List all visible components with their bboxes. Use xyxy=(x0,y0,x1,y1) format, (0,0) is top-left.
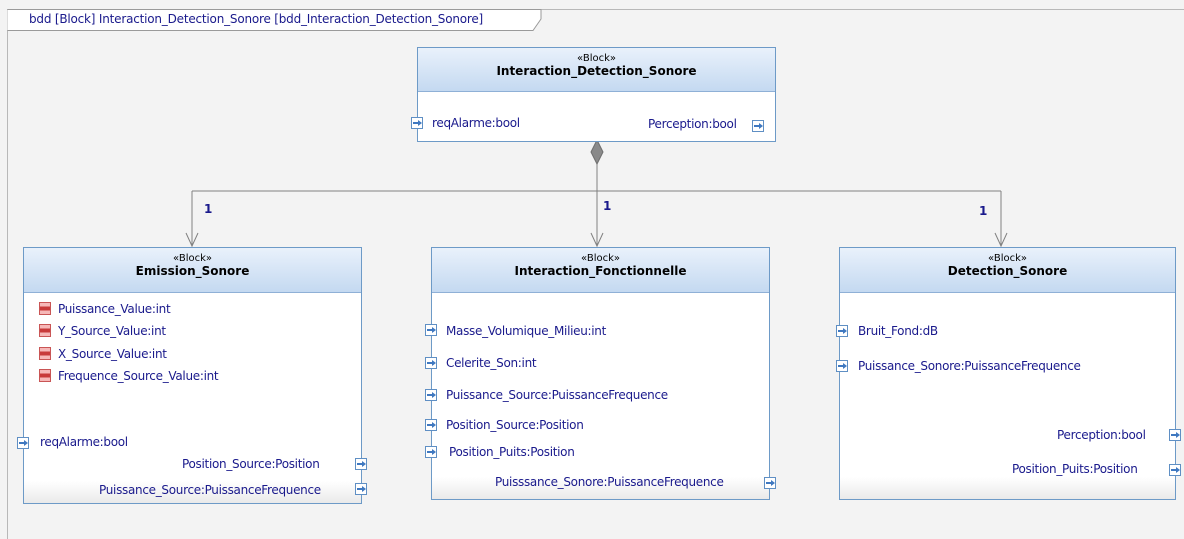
port-icon[interactable] xyxy=(425,446,437,458)
block-footer xyxy=(840,477,1175,499)
value-property-icon xyxy=(39,324,51,337)
port-icon[interactable] xyxy=(411,117,423,129)
block-header: «Block» Emission_Sonore xyxy=(24,248,361,293)
value-x-source[interactable]: X_Source_Value:int xyxy=(58,347,167,361)
block-interaction-detection-sonore[interactable]: «Block» Interaction_Detection_Sonore xyxy=(417,47,776,142)
port-position-puits[interactable]: Position_Puits:Position xyxy=(1012,462,1138,476)
port-icon[interactable] xyxy=(355,458,367,470)
arrowhead-emission xyxy=(185,232,199,248)
block-emission-sonore[interactable]: «Block» Emission_Sonore xyxy=(23,247,362,504)
port-perception[interactable]: Perception:bool xyxy=(648,117,737,131)
port-icon[interactable] xyxy=(425,389,437,401)
port-bruit-fond[interactable]: Bruit_Fond:dB xyxy=(858,324,938,338)
port-icon[interactable] xyxy=(752,120,764,132)
multiplicity-emission: 1 xyxy=(204,202,213,216)
block-name: Emission_Sonore xyxy=(135,264,250,278)
arrowhead-detection xyxy=(994,232,1008,248)
frame-label: bdd [Block] Interaction_Detection_Sonore… xyxy=(29,12,484,26)
port-puissance-source[interactable]: Puissance_Source:PuissanceFrequence xyxy=(446,388,668,402)
block-name: Interaction_Fonctionnelle xyxy=(514,264,687,278)
port-puissance-source[interactable]: Puissance_Source:PuissanceFrequence xyxy=(99,483,321,497)
value-puissance[interactable]: Puissance_Value:int xyxy=(58,302,171,316)
port-masse-volumique[interactable]: Masse_Volumique_Milieu:int xyxy=(446,324,607,338)
port-icon[interactable] xyxy=(425,357,437,369)
block-name: Detection_Sonore xyxy=(947,264,1068,278)
port-icon[interactable] xyxy=(836,360,848,372)
block-header: «Block» Interaction_Fonctionnelle xyxy=(432,248,769,293)
value-frequence-source[interactable]: Frequence_Source_Value:int xyxy=(58,369,219,383)
port-puissance-sonore[interactable]: Puissance_Sonore:PuissanceFrequence xyxy=(858,359,1081,373)
port-puissance-sonore[interactable]: Puisssance_Sonore:PuissanceFrequence xyxy=(495,475,724,489)
arrowhead-interaction xyxy=(590,232,604,248)
stereotype-label: «Block» xyxy=(576,53,617,64)
port-perception[interactable]: Perception:bool xyxy=(1057,428,1146,442)
multiplicity-interaction: 1 xyxy=(603,199,612,213)
block-detection-sonore[interactable]: «Block» Detection_Sonore xyxy=(839,247,1176,500)
port-celerite-son[interactable]: Celerite_Son:int xyxy=(446,356,537,370)
frame-tab-outline xyxy=(7,9,542,31)
value-property-icon xyxy=(39,347,51,360)
value-property-icon xyxy=(39,302,51,315)
stereotype-label: «Block» xyxy=(172,253,213,264)
value-property-icon xyxy=(39,369,51,382)
block-footer xyxy=(24,481,361,503)
port-position-source[interactable]: Position_Source:Position xyxy=(446,418,584,432)
port-position-puits[interactable]: Position_Puits:Position xyxy=(449,445,575,459)
port-icon[interactable] xyxy=(836,325,848,337)
port-position-source[interactable]: Position_Source:Position xyxy=(182,457,320,471)
block-interaction-fonctionnelle[interactable]: «Block» Interaction_Fonctionnelle xyxy=(431,247,770,500)
frame-tab[interactable]: bdd [Block] Interaction_Detection_Sonore… xyxy=(7,9,548,31)
block-footer xyxy=(432,477,769,499)
port-req-alarme[interactable]: reqAlarme:bool xyxy=(40,435,128,449)
port-icon[interactable] xyxy=(425,419,437,431)
block-header: «Block» Detection_Sonore xyxy=(840,248,1175,293)
composition-diamond xyxy=(590,138,604,166)
port-icon[interactable] xyxy=(1169,464,1181,476)
block-name: Interaction_Detection_Sonore xyxy=(496,64,697,78)
port-icon[interactable] xyxy=(17,437,29,449)
port-req-alarme[interactable]: reqAlarme:bool xyxy=(432,116,520,130)
value-y-source[interactable]: Y_Source_Value:int xyxy=(58,324,166,338)
port-icon[interactable] xyxy=(764,477,776,489)
stereotype-label: «Block» xyxy=(580,253,621,264)
port-icon[interactable] xyxy=(355,483,367,495)
port-icon[interactable] xyxy=(1169,429,1181,441)
block-header: «Block» Interaction_Detection_Sonore xyxy=(418,48,775,92)
port-icon[interactable] xyxy=(425,324,437,336)
multiplicity-detection: 1 xyxy=(979,204,988,218)
stereotype-label: «Block» xyxy=(987,253,1028,264)
